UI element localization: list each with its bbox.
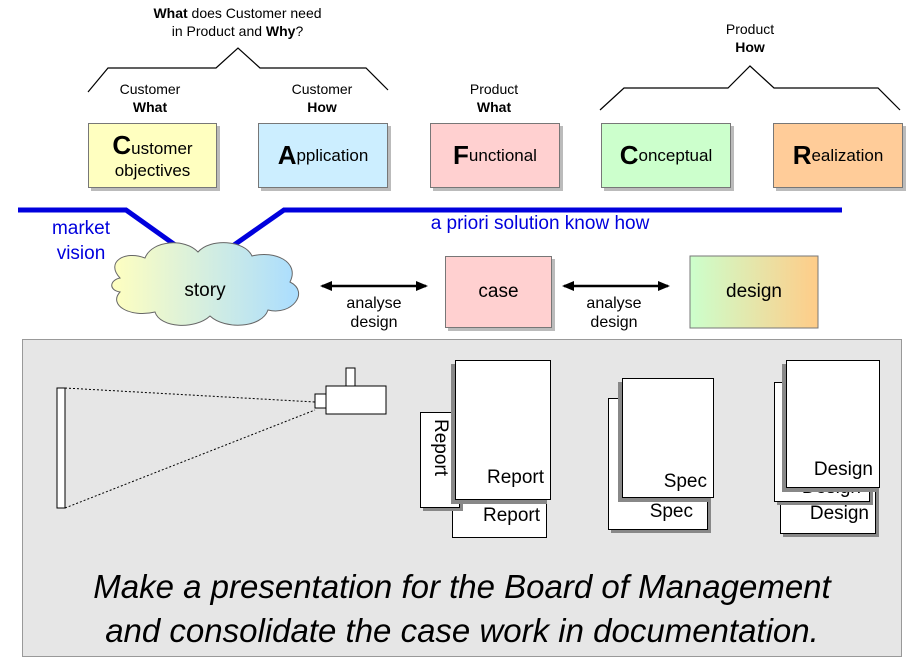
customer-need-question: What does Customer need in Product and W… [153,5,322,39]
box-customer-objectives: Customer objectives [88,123,217,188]
apriori-arrow [222,207,842,255]
design-box-bg [689,255,819,329]
presentation-caption: Make a presentation for the Board of Man… [93,568,831,649]
story-cloud [111,242,300,326]
projector-illustration [56,367,387,509]
brace-customer [87,47,389,93]
projection-screen [56,387,66,509]
brace-product-how [599,65,901,111]
case-box: case [445,256,552,328]
connector-lines [18,47,901,329]
spec-doc-front: Spec [622,378,714,498]
projector-icon [314,367,387,415]
report-doc-side: Report [420,412,460,508]
design-box-label: design [726,281,782,302]
design-doc-front: Design [786,360,880,488]
story-label: story [184,280,226,301]
market-vision-arrow [18,207,187,255]
apriori-label: a priori solution know how [430,213,650,234]
report-doc-front: Report [455,360,551,500]
